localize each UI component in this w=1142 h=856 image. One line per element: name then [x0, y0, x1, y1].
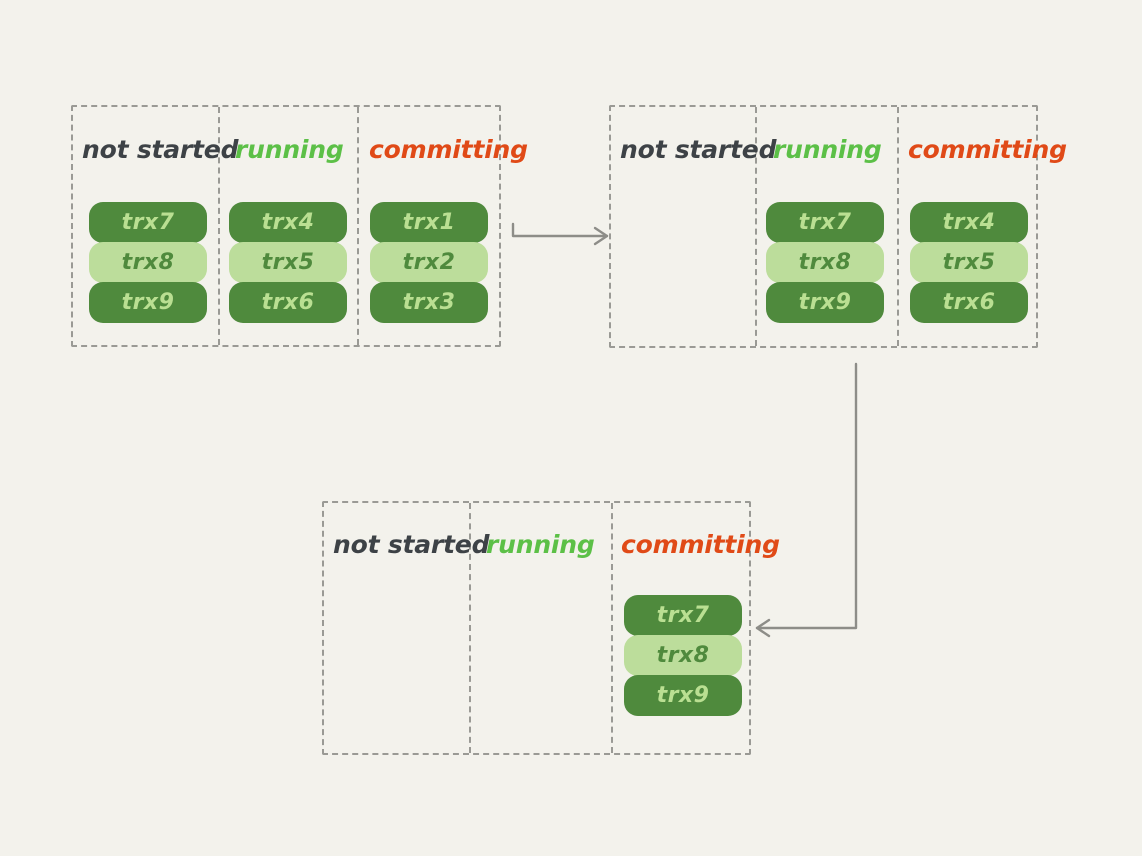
transaction-stack: trx7 trx8 trx9 [89, 202, 207, 323]
transaction-pill[interactable]: trx9 [624, 675, 742, 716]
arrow-panel2-to-panel3 [755, 362, 858, 638]
arrow-panel1-to-panel2 [511, 222, 609, 246]
transaction-pill[interactable]: trx8 [766, 242, 884, 283]
panel-state-3 [322, 501, 751, 755]
transaction-stack: trx7 trx8 trx9 [766, 202, 884, 323]
transaction-pill[interactable]: trx1 [370, 202, 488, 243]
transaction-pill[interactable]: trx9 [89, 282, 207, 323]
transaction-stack: trx7 trx8 trx9 [624, 595, 742, 716]
transaction-stack: trx1 trx2 trx3 [370, 202, 488, 323]
transaction-pill[interactable]: trx7 [766, 202, 884, 243]
transaction-pill[interactable]: trx8 [89, 242, 207, 283]
transaction-pill[interactable]: trx6 [910, 282, 1028, 323]
transaction-pill[interactable]: trx5 [229, 242, 347, 283]
transaction-pill[interactable]: trx3 [370, 282, 488, 323]
column-label-committing: committing [908, 135, 1067, 164]
transaction-pill[interactable]: trx9 [766, 282, 884, 323]
column-divider [469, 503, 471, 753]
transaction-pill[interactable]: trx7 [624, 595, 742, 636]
column-label-not-started: not started [333, 530, 490, 559]
transaction-stack: trx4 trx5 trx6 [910, 202, 1028, 323]
transaction-pill[interactable]: trx4 [229, 202, 347, 243]
column-divider [218, 107, 220, 345]
column-label-running: running [486, 530, 595, 559]
panel-state-2 [609, 105, 1038, 348]
column-label-running: running [235, 135, 344, 164]
column-label-not-started: not started [620, 135, 777, 164]
transaction-stack: trx4 trx5 trx6 [229, 202, 347, 323]
column-label-not-started: not started [82, 135, 239, 164]
transaction-pill[interactable]: trx2 [370, 242, 488, 283]
transaction-pill[interactable]: trx5 [910, 242, 1028, 283]
column-label-committing: committing [621, 530, 780, 559]
transaction-pill[interactable]: trx6 [229, 282, 347, 323]
column-divider [897, 107, 899, 346]
column-divider [611, 503, 613, 753]
column-label-committing: committing [369, 135, 528, 164]
column-label-running: running [773, 135, 882, 164]
column-divider [755, 107, 757, 346]
transaction-pill[interactable]: trx4 [910, 202, 1028, 243]
transaction-pill[interactable]: trx8 [624, 635, 742, 676]
transaction-pill[interactable]: trx7 [89, 202, 207, 243]
column-divider [357, 107, 359, 345]
panel-state-1 [71, 105, 501, 347]
